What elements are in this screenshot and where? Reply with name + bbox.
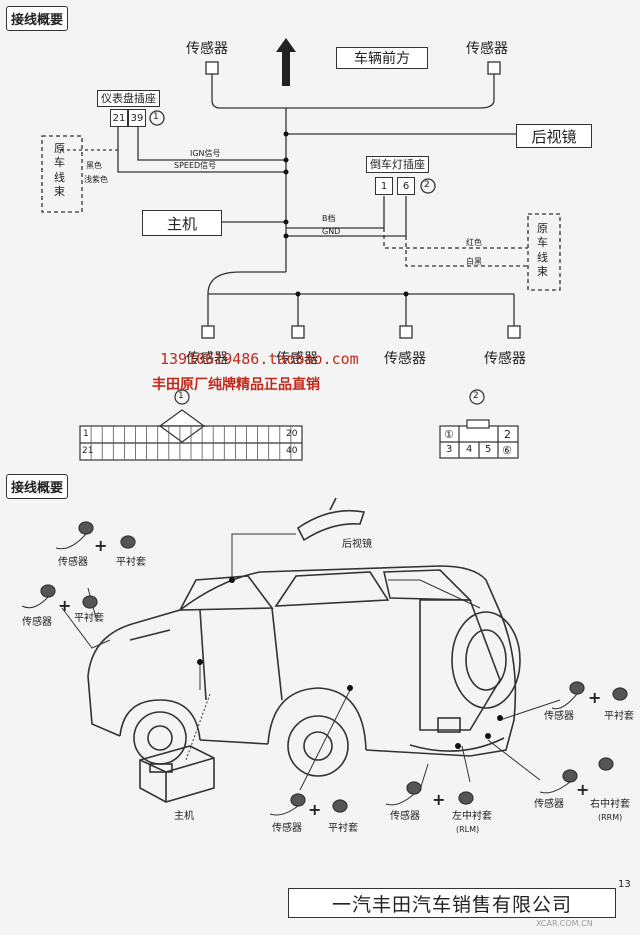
rear-sensor-3-label: 传感器 bbox=[384, 351, 426, 367]
connector-1-pins bbox=[90, 426, 292, 460]
front-right-sensor-label: 传感器 bbox=[466, 41, 508, 57]
kit-4-cover: 平衬套 bbox=[328, 823, 358, 834]
c1-pin-bottom-first: 21 bbox=[82, 446, 94, 456]
ign-signal-label: IGN信号 bbox=[190, 149, 221, 158]
c1-pin-first: 1 bbox=[83, 429, 89, 439]
c2-pin-4: 4 bbox=[466, 444, 473, 455]
dash-socket-title: 仪表盘插座 bbox=[97, 90, 160, 107]
corner-watermark: XCAR.COM.CN bbox=[536, 919, 593, 928]
kit-3-sensor: 传感器 bbox=[544, 711, 574, 722]
kit-3-plus: + bbox=[588, 688, 602, 707]
c2-pin-2: 2 bbox=[504, 428, 511, 441]
left-harness-label: 原车线束 bbox=[54, 142, 65, 198]
wire-whiteblack-label: 白黑 bbox=[466, 257, 482, 266]
kit-4-sensor: 传感器 bbox=[272, 823, 302, 834]
front-left-sensor-label: 传感器 bbox=[186, 41, 228, 57]
connector-1-badge: 1 bbox=[178, 391, 184, 401]
reverse-pin-1: 1 bbox=[375, 177, 393, 195]
kit-6-cover: 右中衬套 bbox=[590, 799, 630, 810]
right-harness-label: 原车线束 bbox=[537, 222, 548, 278]
speed-signal-label: SPEED信号 bbox=[174, 161, 217, 170]
kit-6-plus: + bbox=[576, 780, 590, 799]
wire-lightpurple-label: 浅紫色 bbox=[84, 175, 108, 184]
kit-1-cover: 平衬套 bbox=[116, 557, 146, 568]
kit-5-cover: 左中衬套 bbox=[452, 811, 492, 822]
c2-pin-5: 5 bbox=[485, 444, 492, 455]
kit-5-plus: + bbox=[432, 790, 446, 809]
reverse-pin-6: 6 bbox=[397, 177, 415, 195]
bottom-host-label: 主机 bbox=[174, 811, 194, 822]
page-number: 13 bbox=[618, 879, 631, 890]
kit-4-plus: + bbox=[308, 800, 322, 819]
kit-2-plus: + bbox=[58, 596, 72, 615]
dash-pin-39: 39 bbox=[128, 109, 146, 127]
c2-pin-6: ⑥ bbox=[502, 444, 512, 457]
b-plus-label: B档 bbox=[322, 214, 336, 223]
c1-pin-bottom-last: 40 bbox=[286, 446, 298, 456]
connector-2-badge: 2 bbox=[473, 391, 479, 401]
c2-pin-1: ① bbox=[444, 428, 454, 441]
wire-black-label: 黑色 bbox=[86, 161, 102, 170]
top-section-title: 接线概要 bbox=[6, 6, 69, 31]
bottom-section-title: 接线概要 bbox=[6, 474, 69, 499]
vehicle-front-label: 车辆前方 bbox=[336, 47, 428, 69]
kit-2-cover: 平衬套 bbox=[74, 613, 104, 624]
kit-6-sensor: 传感器 bbox=[534, 799, 564, 810]
reverse-socket-badge: 2 bbox=[424, 180, 430, 190]
kit-1-plus: + bbox=[94, 536, 108, 555]
wire-red-label: 红色 bbox=[466, 238, 482, 247]
kit-3-cover: 平衬套 bbox=[604, 711, 634, 722]
c1-pin-last: 20 bbox=[286, 429, 298, 439]
rear-sensor-1-label: 传感器 bbox=[186, 351, 228, 367]
kit-6-cover-code: (RRM) bbox=[598, 813, 623, 822]
reverse-socket-title: 倒车灯插座 bbox=[366, 156, 429, 173]
dash-pin-21: 21 bbox=[110, 109, 128, 127]
kit-5-sensor: 传感器 bbox=[390, 811, 420, 822]
car-outline bbox=[87, 497, 521, 803]
dash-socket-badge: 1 bbox=[153, 112, 159, 122]
kit-2-sensor: 传感器 bbox=[22, 617, 52, 628]
rear-sensor-2-label: 传感器 bbox=[276, 351, 318, 367]
mirror-box: 后视镜 bbox=[516, 124, 592, 148]
company-footer: 一汽丰田汽车销售有限公司 bbox=[288, 888, 616, 918]
watermark-url: 13910619486.taobao.com bbox=[160, 350, 359, 368]
c2-pin-3: 3 bbox=[446, 444, 453, 455]
kit-5-cover-code: (RLM) bbox=[456, 825, 480, 834]
bottom-mirror-label: 后视镜 bbox=[342, 539, 372, 550]
watermark-slogan: 丰田原厂纯牌精品正品直销 bbox=[152, 377, 320, 393]
kit-1-sensor: 传感器 bbox=[58, 557, 88, 568]
host-box: 主机 bbox=[142, 210, 222, 236]
rear-sensor-4-label: 传感器 bbox=[484, 351, 526, 367]
gnd-label: GND bbox=[322, 227, 341, 236]
